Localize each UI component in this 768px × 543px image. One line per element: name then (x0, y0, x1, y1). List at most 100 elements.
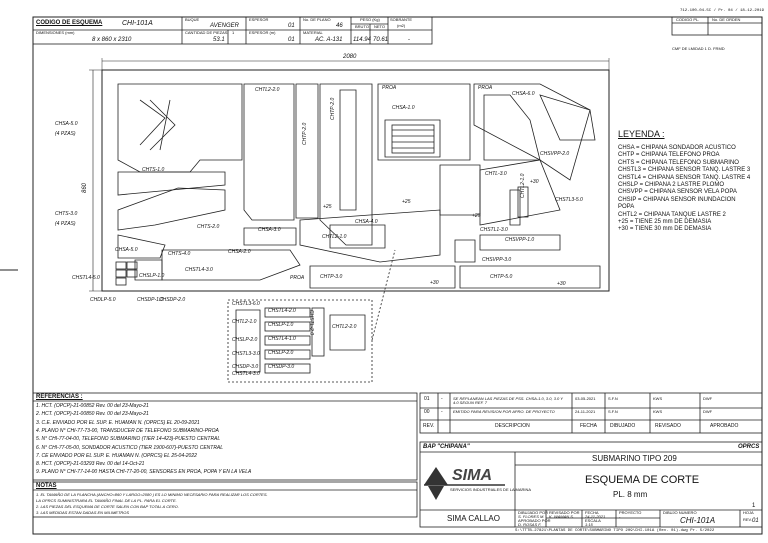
espesor2-label: ESPESOR (m) (249, 30, 276, 35)
part-label: CHTS-1.0 (142, 167, 165, 173)
part-label: +25 (472, 213, 481, 219)
revision-date: 03-05-2021 (575, 396, 596, 401)
detail-label: CHSTL3-3.0 (232, 351, 260, 357)
part-label: +30 (557, 281, 566, 287)
material-label: MATERIAL (303, 30, 323, 35)
leyenda-item: CHSLP = CHIPANA 2 LASTRE PLOMO (618, 182, 724, 188)
neto-label: NETO (374, 24, 386, 29)
codigo-pl-label: CODIGO PL. (676, 17, 700, 22)
part-label: PROA (290, 275, 305, 281)
part-label: CHSDP-2.0 (159, 297, 186, 303)
detail-label: CHSTL4-3.0 (232, 371, 260, 377)
part-label: +30 (530, 179, 539, 185)
peso-label: PESO (Kg) (360, 17, 380, 22)
leyenda-item: CHTS = CHIPANA TELEFONO SUBMARINO (618, 159, 739, 166)
leyenda-item: CHSA = CHIPANA SONDADOR ACUSTICO (618, 145, 736, 151)
hoja-label: HOJA (743, 510, 754, 515)
part-label: +25 (402, 199, 411, 205)
part-label: CHSTL1-3.0 (480, 227, 508, 233)
field-value: 1:15 (585, 521, 593, 527)
field-label: FECHA (585, 510, 599, 515)
revision-number: 00 (424, 409, 430, 415)
part-label: CHTP-3.0 (320, 274, 343, 280)
codigo-value: CHI-101A (122, 20, 153, 27)
bruto-value: 114.94 (353, 37, 371, 43)
neto-value: 70.61 (373, 37, 389, 43)
nota-item: LA OPRCS SUMINISTRARA EL TAMAÑO FINAL DE… (36, 498, 177, 503)
rev-value: 01 (752, 518, 759, 524)
referencia-item: 9. PLANO N° CHI-77-14-00 HASTA CHI-77-20… (36, 469, 252, 476)
plano-value: 46 (336, 23, 343, 29)
detail-label: CHSTL4-2.0 (268, 308, 296, 314)
part-label: CHTL-3.0 (485, 171, 507, 177)
revision-number: 01 (424, 396, 430, 402)
part-label: CHSA-5.0 (115, 247, 138, 253)
height-dimension: 860 (82, 182, 89, 194)
cantidad-sub: 1 (232, 30, 235, 35)
revision-header: DESCRIPCION (495, 423, 530, 429)
revision-header: APROBADO (710, 423, 739, 429)
project-title: SUBMARINO TIPO 209 (592, 454, 677, 463)
part-label: CHSA-5.0 (55, 121, 78, 127)
leyenda-item: POPA (618, 204, 635, 211)
espesor2-value: 01 (288, 37, 295, 43)
part-label: CHSTL3-5.0 (555, 197, 583, 203)
drawing-no-label: DIBUJO NUMERO (663, 510, 697, 515)
company-name: SIMA CALLAO (447, 514, 500, 523)
leyenda-title: LEYENDA : (618, 129, 665, 139)
part-label: CHDLP-5.0 (90, 297, 116, 303)
part-label: CHTS-2.0 (197, 224, 220, 230)
field-value: 24-11-2021 (585, 513, 606, 519)
part-label: PROA (382, 85, 397, 91)
logo-text: SIMA (452, 467, 492, 484)
part-label: CHTL2-2.0 (255, 87, 280, 93)
part-label: CHSA-1.0 (392, 105, 415, 111)
field-value: D. ROSAS F. (518, 521, 542, 527)
espesor-label: ESPESOR (249, 17, 269, 22)
referencia-item: 8. HCT. (OPCP)-21-03293 Rev. 00 del 14-O… (36, 461, 145, 468)
codigo-label: CODIGO DE ESQUEMA (36, 20, 103, 26)
nota-item: 3. LAS MEDIDAS ESTAN DADAS EN MILIMETROS (36, 510, 130, 515)
part-label: PROA (478, 85, 493, 91)
revision-header: DIBUJADO (610, 423, 636, 429)
width-dimension: 2080 (343, 54, 357, 60)
field-label: ESCALA (585, 518, 601, 523)
part-label: CHSA-2.0 (228, 249, 251, 255)
referencia-item: 1. HCT. (OPCP)-21-00852 Rev. 00 del 23-M… (36, 403, 149, 409)
part-label: CHSA-3.0 (258, 227, 281, 233)
sobrante-value: - (408, 37, 410, 43)
orden-label: No. DE ORDEN (712, 17, 741, 22)
referencia-item: 4. PLANO N° CHI-77-73-00, TRANSDUCER DE … (36, 427, 219, 434)
revision-header: REVISADO (655, 423, 681, 429)
part-label: +25 (323, 204, 332, 210)
leyenda-item: +30 = TIENE 30 mm DE DEMASIA (618, 226, 712, 233)
revision-reviewed: KWS (653, 396, 663, 401)
part-label: CHTP-2.0 (330, 97, 336, 120)
bruto-label: BRUTO (355, 24, 369, 29)
dimensiones-value: 8 x 860 x 2310 (92, 37, 132, 43)
plano-label: No. DE PLANO (303, 17, 331, 22)
part-label: +30 (430, 280, 439, 286)
right-note: CMF DE LMIDAD 1 D. FRMD (672, 46, 725, 51)
field-label: APROBADO POR (518, 518, 551, 523)
dimensiones-label: DIMENSIONES (mm) (36, 30, 75, 35)
detail-label: CHSTL4-1.0 (268, 336, 296, 342)
detail-label: CHSLP-1.0 (268, 322, 294, 328)
part-label: CHTS-4.0 (168, 251, 191, 257)
hoja-value: 1 (752, 503, 756, 509)
sima-logo (424, 467, 505, 500)
cantidad-value: 53.1 (213, 37, 225, 43)
leyenda-item: CHSVPP = CHIPANA SENSOR VELA POPA (618, 189, 737, 196)
detail-label: CHSDP-3.0 (232, 364, 259, 370)
detail-label: CHSLP-2.0 (232, 337, 258, 343)
revision-drawn: S.F.N (608, 396, 618, 401)
part-label: CHSVPP-3.0 (482, 257, 512, 263)
revision-header: REV. (423, 423, 435, 429)
referencia-item: 6. N° CHI-77-05-00, SONDADOR ACUSTICO (T… (36, 444, 224, 451)
part-label: CHSDP-1.0 (137, 297, 164, 303)
revision-symbol: - (441, 396, 443, 402)
field-value: S. FLORES M. (518, 513, 545, 519)
part-label: CHSA-6.0 (512, 91, 535, 97)
revision-approved: DWF (703, 409, 713, 414)
